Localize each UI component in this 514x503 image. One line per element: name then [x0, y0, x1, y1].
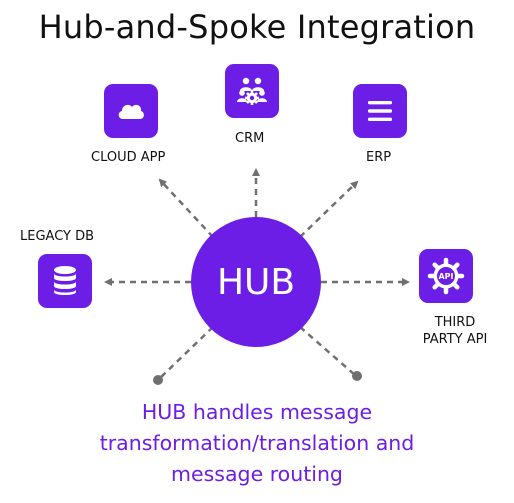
caption-line-3: message routing [171, 462, 343, 486]
connector-to-cloud-app [158, 178, 214, 238]
diagram-title: Hub-and-Spoke Integration [38, 8, 476, 46]
database-icon [54, 266, 76, 295]
spoke-endpoint-lower-left [153, 375, 163, 385]
third-party-api-label-line2: PARTY API [422, 332, 488, 347]
api-gear-icon: API [427, 257, 465, 295]
hub-circle: HUB [191, 217, 321, 347]
third-party-api-label: THIRD PARTY API [405, 314, 505, 348]
third-party-api-label-line1: THIRD [434, 315, 476, 330]
caption-line-2: transformation/translation and [99, 431, 415, 455]
third-party-api-node: API [419, 249, 473, 303]
cloud-app-label: CLOUD APP [91, 150, 166, 165]
connector-to-erp [299, 180, 359, 238]
hub-caption: HUB handles message transformation/trans… [0, 397, 514, 490]
erp-label: ERP [366, 150, 392, 165]
hub-label: HUB [216, 261, 296, 303]
svg-text:API: API [438, 272, 453, 281]
erp-node [353, 84, 407, 138]
crm-node [225, 64, 279, 118]
menu-lines-icon [368, 101, 392, 121]
cloud-app-node [104, 84, 158, 138]
caption-line-1: HUB handles message [141, 400, 373, 424]
crm-label: CRM [235, 131, 265, 146]
legacy-db-node [38, 254, 92, 308]
people-gear-icon [237, 77, 267, 105]
connector-spoke-lower-left [159, 326, 214, 379]
cloud-icon [118, 104, 144, 119]
spoke-endpoint-lower-right [352, 371, 362, 381]
legacy-db-label: LEGACY DB [20, 229, 95, 244]
connector-spoke-lower-right [299, 326, 356, 376]
